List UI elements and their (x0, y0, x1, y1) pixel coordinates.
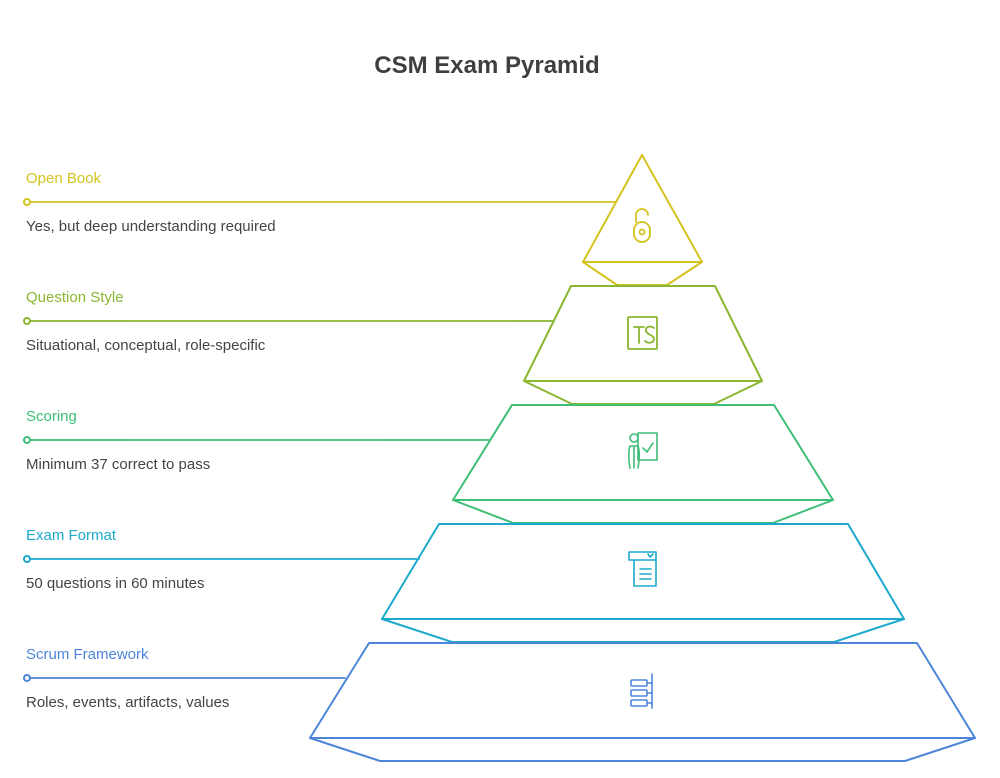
level-4-label: Exam Format (26, 527, 117, 544)
level-2-label: Question Style (26, 289, 124, 306)
typescript-icon (627, 316, 658, 350)
level-1-label: Open Book (26, 170, 102, 187)
pyramid-level-exam-format (23, 523, 905, 643)
hierarchy-list-icon (630, 673, 653, 709)
pyramid-level-question-style (23, 285, 763, 405)
diagram-title: CSM Exam Pyramid (374, 52, 600, 79)
level-5-description: Roles, events, artifacts, values (26, 694, 230, 711)
level-1-description: Yes, but deep understanding required (26, 218, 276, 235)
level-2-description: Situational, conceptual, role-specific (26, 337, 266, 354)
level-3-description: Minimum 37 correct to pass (26, 456, 211, 473)
level-3-label: Scoring (26, 408, 77, 425)
pyramid-level-scoring (23, 404, 834, 524)
level-4-description: 50 questions in 60 minutes (26, 575, 205, 592)
document-list-icon (628, 551, 657, 587)
pyramid-level-scrum-framework (23, 642, 976, 762)
pyramid-level-open-book (23, 154, 703, 286)
level-5-label: Scrum Framework (26, 646, 149, 663)
open-lock-icon (633, 208, 651, 243)
teacher-board-check-icon (628, 432, 658, 469)
